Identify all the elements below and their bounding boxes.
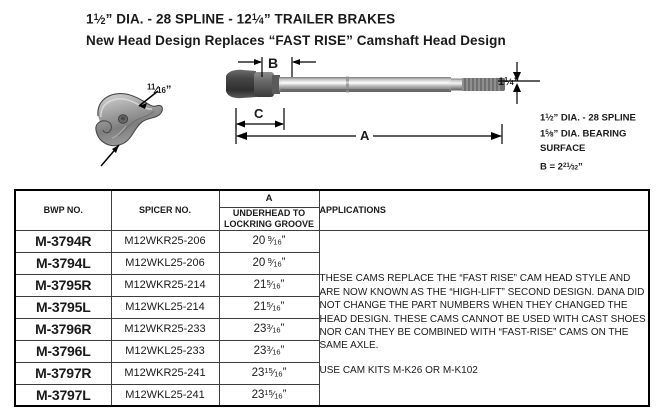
a-sub-line-2: LOCKRING GROOVE [223,218,314,229]
cam-head-callout-arrows [100,90,159,167]
a-sub-line-1: UNDERHEAD TO [232,207,306,218]
cell-bwp: M-3795R [14,273,112,297]
cell-bwp: M-3796L [14,339,112,363]
cell-bwp: M-3794R [14,229,112,253]
cell-dimension-a: 2315⁄16” [218,383,320,407]
cell-spicer: M12WKR25-233 [110,317,220,341]
applications-paragraph-2: USE CAM KITS M-K26 OR M-K102 [319,364,478,376]
table-row[interactable]: M-3794L M12WKL25-206 20 9⁄16” [14,251,649,275]
cell-spicer: M12WKR25-214 [110,273,220,297]
cell-dimension-a: 215⁄16” [218,273,320,297]
title-line-1: 11⁄2” DIA. - 28 SPLINE - 121⁄4” TRAILER … [86,11,396,27]
cell-dimension-a: 2315⁄16” [218,361,320,385]
cell-applications: THESE CAMS REPLACE THE “FAST RISE” CAM H… [318,229,650,407]
cell-dimension-a: 20 9⁄16” [218,229,320,253]
dimension-a: A [234,112,506,150]
title-line-2: New Head Design Replaces “FAST RISE” Cam… [86,32,506,48]
spec-bearing: 15⁄8” DIA. BEARING [540,128,627,140]
camshaft-shaft-photo [226,64,512,114]
dimension-c: C [234,106,298,134]
dimension-right-diameter: 11⁄4” [496,60,544,106]
dimension-right-label: 11⁄4” [498,76,520,88]
cell-dimension-a: 233⁄16” [218,339,320,363]
column-header-applications: APPLICATIONS [318,189,650,231]
cell-spicer: M12WKL25-214 [110,295,220,319]
cell-bwp: M-3794L [14,251,112,275]
cell-bwp: M-3797R [14,361,112,385]
table-row[interactable]: M-3794R M12WKR25-206 20 9⁄16” THESE CAMS… [14,229,650,407]
dimension-c-label: C [254,106,264,121]
cam-head-dimension-label: 11⁄16” [147,82,172,96]
table-body: M-3794R M12WKR25-206 20 9⁄16” THESE CAMS… [14,229,650,407]
camshaft-diagram: 11⁄16” [0,52,658,184]
cell-spicer: M12WKL25-206 [110,251,220,275]
column-header-a: A [218,189,320,208]
dimension-b: B [232,55,322,79]
cell-dimension-a: 233⁄16” [218,317,320,341]
applications-spacer [320,353,649,364]
cell-bwp: M-3797L [14,383,112,407]
page-title: 11⁄2” DIA. - 28 SPLINE - 121⁄4” TRAILER … [86,8,606,50]
column-header-spicer: SPICER NO. [110,189,220,231]
spec-b-value: B = 221⁄32” [540,161,583,173]
specification-notes: 11⁄2” DIA. - 28 SPLINE 15⁄8” DIA. BEARIN… [540,110,656,175]
column-header-bwp: BWP NO. [14,189,112,231]
parts-table: BWP NO. SPICER NO. A APPLICATIONS UNDERH… [14,189,650,407]
table-header: BWP NO. SPICER NO. A APPLICATIONS UNDERH… [14,189,650,231]
cell-dimension-a: 20 9⁄16” [218,251,320,275]
cell-bwp: M-3795L [14,295,112,319]
dimension-b-label: B [268,55,279,71]
spec-spline: 11⁄2” DIA. - 28 SPLINE [540,112,636,124]
dimension-a-label: A [356,128,374,143]
table-header-row-top: BWP NO. SPICER NO. A APPLICATIONS [14,189,650,231]
cell-spicer: M12WKR25-241 [110,361,220,385]
table-row[interactable]: M-3795R M12WKR25-214 215⁄16” [14,273,649,297]
column-header-a-sub: UNDERHEAD TO LOCKRING GROOVE [218,206,320,231]
cell-bwp: M-3796R [14,317,112,341]
parts-table-wrapper: BWP NO. SPICER NO. A APPLICATIONS UNDERH… [14,189,650,407]
cell-dimension-a: 215⁄16” [218,295,320,319]
spec-surface: SURFACE [540,143,586,155]
applications-paragraph-1: THESE CAMS REPLACE THE “FAST RISE” CAM H… [319,273,646,352]
table-row[interactable]: M-3795L M12WKL25-214 215⁄16” [14,295,649,319]
cell-spicer: M12WKR25-206 [110,229,220,253]
table-row[interactable]: M-3797L M12WKL25-241 2315⁄16” [14,383,649,407]
cell-spicer: M12WKL25-241 [110,383,220,407]
cell-spicer: M12WKL25-233 [110,339,220,363]
